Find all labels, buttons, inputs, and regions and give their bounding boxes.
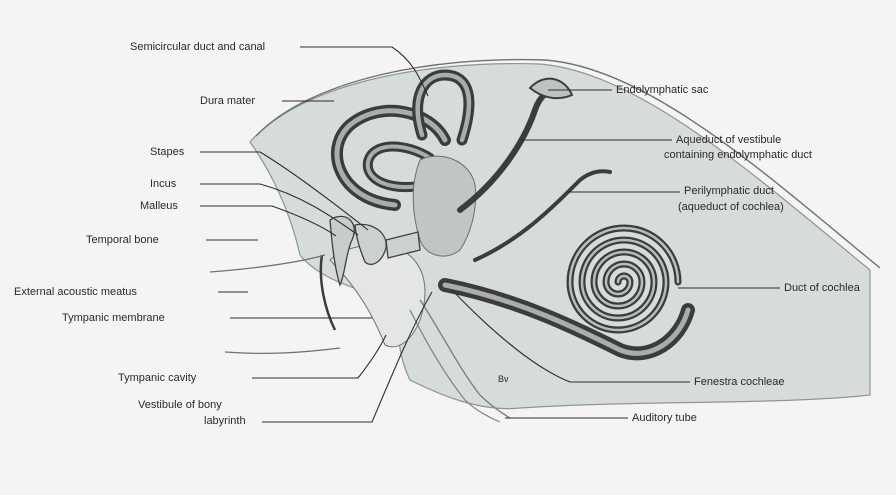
label-external-acoustic-meatus: External acoustic meatus [14,286,137,298]
label-semicircular-duct: Semicircular duct and canal [130,41,265,53]
label-perilymphatic-line1: Perilymphatic duct [684,185,774,197]
label-incus: Incus [150,178,177,190]
label-stapes: Stapes [150,146,185,158]
label-vestibule-line2: labyrinth [204,415,246,427]
label-tympanic-cavity: Tympanic cavity [118,372,197,384]
label-auditory-tube: Auditory tube [632,412,697,424]
label-perilymphatic-line2: (aqueduct of cochlea) [678,201,784,213]
label-aqueduct-line2: containing endolymphatic duct [664,149,812,161]
label-endolymphatic-sac: Endolymphatic sac [616,84,709,96]
label-vestibule-line1: Vestibule of bony [138,399,222,411]
label-fenestra-cochleae: Fenestra cochleae [694,376,785,388]
label-duct-of-cochlea: Duct of cochlea [784,282,861,294]
label-bv: Bv [498,374,509,384]
label-temporal-bone: Temporal bone [86,234,159,246]
label-malleus: Malleus [140,200,178,212]
label-aqueduct-line1: Aqueduct of vestibule [676,134,781,146]
label-tympanic-membrane: Tympanic membrane [62,312,165,324]
label-dura-mater: Dura mater [200,95,255,107]
external-canal-wall-lower [225,348,340,353]
